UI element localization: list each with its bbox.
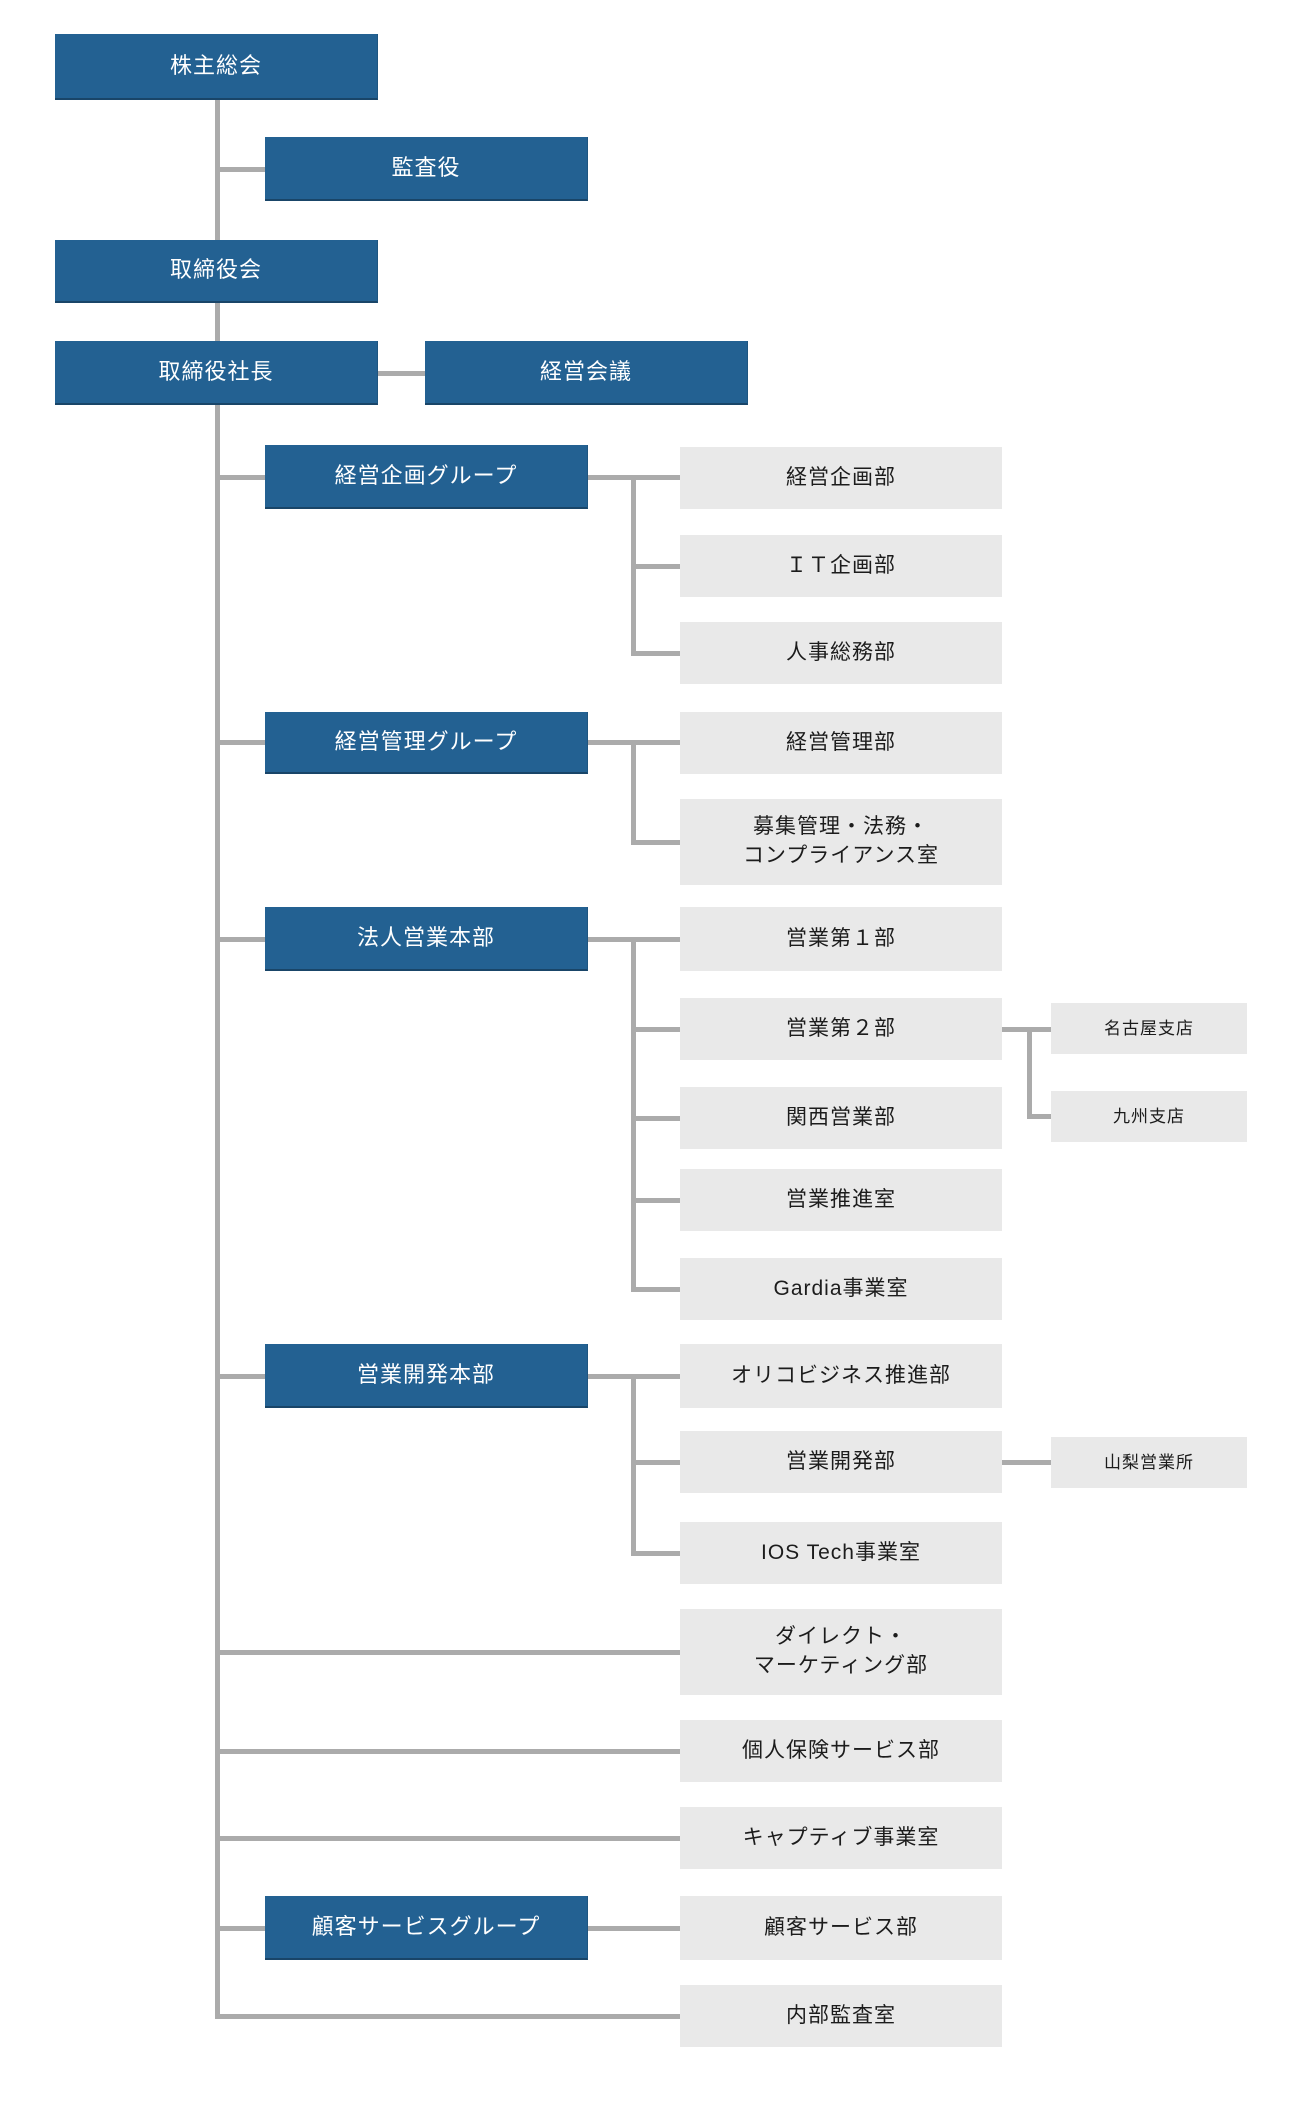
connector-line: [215, 475, 265, 480]
connector-line: [215, 1650, 680, 1655]
connector-line: [1002, 1460, 1051, 1465]
connector-line: [631, 743, 636, 844]
org-node-audit-officer: 監査役: [265, 137, 588, 201]
org-node-nagoya-branch: 名古屋支店: [1051, 1003, 1247, 1054]
org-node-kansai-sales-dept: 関西営業部: [680, 1087, 1002, 1149]
connector-line: [631, 651, 680, 656]
org-node-personal-insurance-service-dept: 個人保険サービス部: [680, 1720, 1002, 1782]
connector-line: [588, 1926, 680, 1931]
connector-line: [215, 167, 265, 172]
connector-line: [631, 1116, 680, 1121]
org-node-ios-tech-business-office: IOS Tech事業室: [680, 1522, 1002, 1584]
org-node-it-planning-dept: ＩＴ企画部: [680, 535, 1002, 597]
connector-line: [215, 303, 220, 341]
org-node-sales-development-division: 営業開発本部: [265, 1344, 588, 1408]
connector-line: [631, 1027, 680, 1032]
connector-line: [215, 1374, 265, 1379]
connector-line: [631, 1287, 680, 1292]
connector-line: [588, 740, 680, 745]
org-node-sales-development-dept: 営業開発部: [680, 1431, 1002, 1493]
connector-line: [631, 1376, 636, 1555]
org-node-recruitment-legal-compliance-office: 募集管理・法務・ コンプライアンス室: [680, 799, 1002, 885]
org-node-sales-promotion-office: 営業推進室: [680, 1169, 1002, 1231]
org-node-direct-marketing-dept: ダイレクト・ マーケティング部: [680, 1609, 1002, 1695]
org-node-shareholders-meeting: 株主総会: [55, 34, 378, 100]
org-node-corporate-planning-dept: 経営企画部: [680, 447, 1002, 509]
connector-line: [215, 2014, 680, 2019]
org-node-customer-service-group: 顧客サービスグループ: [265, 1896, 588, 1960]
connector-line: [1027, 1114, 1051, 1119]
org-node-board-of-directors: 取締役会: [55, 240, 378, 303]
org-node-corporate-planning-group: 経営企画グループ: [265, 445, 588, 509]
connector-line: [631, 564, 680, 569]
org-node-management-council: 経営会議: [425, 341, 748, 405]
connector-line: [631, 1551, 680, 1556]
org-node-management-control-group: 経営管理グループ: [265, 712, 588, 774]
org-node-captive-business-office: キャプティブ事業室: [680, 1807, 1002, 1869]
org-node-management-control-dept: 経営管理部: [680, 712, 1002, 774]
connector-line: [215, 405, 220, 2019]
org-node-sales-dept-1: 営業第１部: [680, 907, 1002, 971]
connector-line: [378, 371, 425, 376]
connector-line: [215, 740, 265, 745]
org-node-orico-business-promotion-dept: オリコビジネス推進部: [680, 1344, 1002, 1408]
connector-line: [1002, 1027, 1051, 1032]
connector-line: [215, 1836, 680, 1841]
connector-line: [215, 1749, 680, 1754]
connector-line: [1027, 1029, 1032, 1118]
org-node-hr-general-affairs-dept: 人事総務部: [680, 622, 1002, 684]
connector-line: [631, 939, 636, 1291]
connector-line: [631, 1198, 680, 1203]
org-node-kyushu-branch: 九州支店: [1051, 1091, 1247, 1142]
org-node-corporate-sales-division: 法人営業本部: [265, 907, 588, 971]
org-node-sales-dept-2: 営業第２部: [680, 998, 1002, 1060]
connector-line: [215, 1926, 265, 1931]
org-node-yamanashi-sales-office: 山梨営業所: [1051, 1437, 1247, 1488]
org-node-president: 取締役社長: [55, 341, 378, 405]
org-node-gardia-business-office: Gardia事業室: [680, 1258, 1002, 1320]
connector-line: [631, 1460, 680, 1465]
org-node-customer-service-dept: 顧客サービス部: [680, 1896, 1002, 1960]
org-node-internal-audit-office: 内部監査室: [680, 1985, 1002, 2047]
connector-line: [215, 937, 265, 942]
connector-line: [631, 840, 680, 845]
